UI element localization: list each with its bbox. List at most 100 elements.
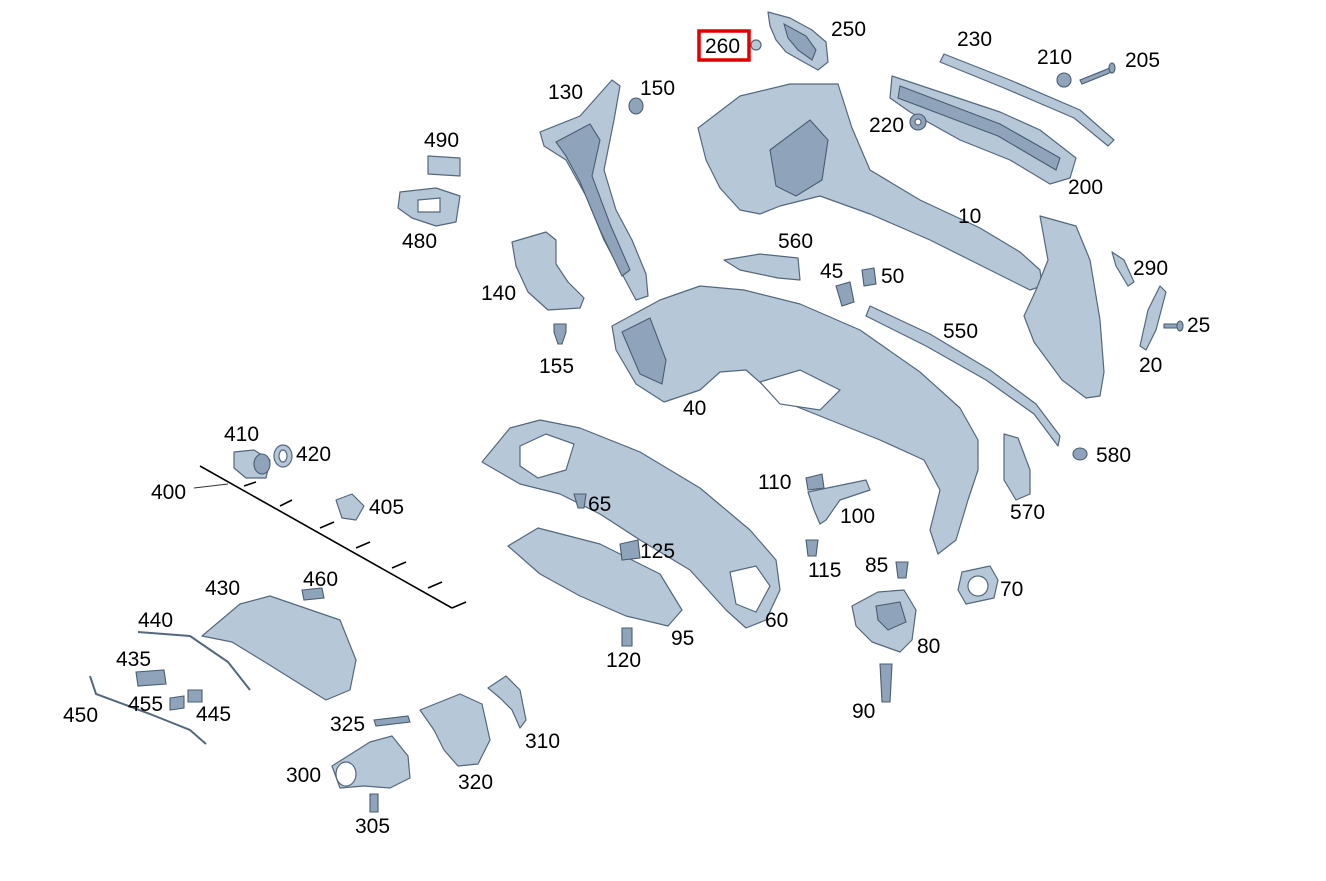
part-155-clip[interactable] xyxy=(553,323,567,345)
part-60-diffuser[interactable] xyxy=(481,419,781,629)
callout-290[interactable]: 290 xyxy=(1133,257,1168,280)
part-45-clip[interactable] xyxy=(835,281,855,307)
callout-250[interactable]: 250 xyxy=(831,18,866,41)
part-300-tailpipe[interactable] xyxy=(331,735,411,789)
callout-450[interactable]: 450 xyxy=(63,704,98,727)
part-210-washer[interactable] xyxy=(1056,72,1072,88)
callout-140[interactable]: 140 xyxy=(481,282,516,305)
callout-115[interactable]: 115 xyxy=(808,559,841,582)
callout-230[interactable]: 230 xyxy=(957,28,992,51)
part-260-nut[interactable] xyxy=(750,39,762,51)
part-420-ring[interactable] xyxy=(273,444,293,468)
callout-40[interactable]: 40 xyxy=(683,397,706,420)
callout-580[interactable]: 580 xyxy=(1096,444,1131,467)
part-140-side-guide[interactable] xyxy=(511,231,585,311)
callout-300[interactable]: 300 xyxy=(286,764,321,787)
part-560-trim[interactable] xyxy=(723,253,801,281)
callout-480[interactable]: 480 xyxy=(402,230,437,253)
part-200-impact-beam[interactable] xyxy=(889,75,1077,185)
callout-110[interactable]: 110 xyxy=(758,471,791,494)
callout-430[interactable]: 430 xyxy=(205,577,240,600)
callout-60[interactable]: 60 xyxy=(765,609,788,632)
part-290-trim[interactable] xyxy=(1111,251,1135,287)
callout-120[interactable]: 120 xyxy=(606,649,641,672)
part-115-clip[interactable] xyxy=(805,539,819,557)
part-460-clip[interactable] xyxy=(301,587,325,601)
part-480-holder[interactable] xyxy=(397,187,461,227)
callout-100[interactable]: 100 xyxy=(840,505,875,528)
callout-310[interactable]: 310 xyxy=(525,730,560,753)
callout-80[interactable]: 80 xyxy=(917,635,940,658)
callout-420[interactable]: 420 xyxy=(296,443,331,466)
callout-400[interactable]: 400 xyxy=(151,481,186,504)
part-405-clip[interactable] xyxy=(335,493,365,521)
callout-410[interactable]: 410 xyxy=(224,423,259,446)
part-130-side-bracket[interactable] xyxy=(539,79,649,301)
callout-405[interactable]: 405 xyxy=(369,496,404,519)
callout-10[interactable]: 10 xyxy=(958,205,981,228)
part-570-bracket[interactable] xyxy=(1003,433,1031,501)
part-125-clip[interactable] xyxy=(619,539,641,561)
part-110-clip[interactable] xyxy=(805,473,825,491)
callout-45[interactable]: 45 xyxy=(820,260,843,283)
callout-325[interactable]: 325 xyxy=(330,713,365,736)
callout-155[interactable]: 155 xyxy=(539,355,574,378)
part-320-bracket[interactable] xyxy=(419,693,491,767)
part-550-strip[interactable] xyxy=(865,305,1061,447)
callout-210[interactable]: 210 xyxy=(1037,46,1072,69)
callout-305[interactable]: 305 xyxy=(355,815,390,838)
part-430-sensor-holder[interactable] xyxy=(201,595,357,701)
callout-435[interactable]: 435 xyxy=(116,648,151,671)
callout-320[interactable]: 320 xyxy=(458,771,493,794)
part-205-bolt[interactable] xyxy=(1079,62,1116,85)
part-220-nut[interactable] xyxy=(909,113,927,131)
part-100-bracket[interactable] xyxy=(807,479,871,525)
part-95-undertray[interactable] xyxy=(507,527,683,627)
part-445-connector[interactable] xyxy=(187,689,203,703)
part-90-screw[interactable] xyxy=(879,663,893,703)
part-25-screw[interactable] xyxy=(1163,320,1184,332)
part-85-screw[interactable] xyxy=(895,561,909,579)
callout-550[interactable]: 550 xyxy=(943,320,978,343)
part-80-tailpipe-trim[interactable] xyxy=(851,589,917,653)
callout-490[interactable]: 490 xyxy=(424,129,459,152)
part-40-lower-bumper[interactable] xyxy=(611,285,979,555)
part-10-bumper-cover[interactable] xyxy=(697,83,1105,399)
callout-20[interactable]: 20 xyxy=(1139,354,1162,377)
callout-70[interactable]: 70 xyxy=(1000,578,1023,601)
part-250-bracket[interactable] xyxy=(767,11,829,71)
callout-150[interactable]: 150 xyxy=(640,77,675,100)
part-50-clip[interactable] xyxy=(861,267,877,287)
part-490-sensor[interactable] xyxy=(427,155,461,177)
callout-85[interactable]: 85 xyxy=(865,554,888,577)
callout-90[interactable]: 90 xyxy=(852,700,875,723)
part-230-strip[interactable] xyxy=(939,53,1115,147)
callout-125[interactable]: 125 xyxy=(640,540,675,563)
part-410-sensor[interactable] xyxy=(233,449,271,479)
callout-445[interactable]: 445 xyxy=(196,703,231,726)
part-70-ring[interactable] xyxy=(957,565,999,605)
part-65-clip[interactable] xyxy=(573,493,587,509)
part-450-cable[interactable] xyxy=(89,675,207,745)
part-440-cable[interactable] xyxy=(137,631,251,691)
callout-220[interactable]: 220 xyxy=(869,114,904,137)
callout-25[interactable]: 25 xyxy=(1187,314,1210,337)
part-310-clip[interactable] xyxy=(487,675,527,729)
callout-455[interactable]: 455 xyxy=(128,693,163,716)
callout-260[interactable]: 260 xyxy=(705,35,740,58)
callout-65[interactable]: 65 xyxy=(588,493,611,516)
part-305-screw[interactable] xyxy=(369,793,379,813)
part-20-reflector[interactable] xyxy=(1139,285,1167,351)
callout-95[interactable]: 95 xyxy=(671,627,694,650)
callout-200[interactable]: 200 xyxy=(1068,176,1103,199)
callout-440[interactable]: 440 xyxy=(138,609,173,632)
callout-570[interactable]: 570 xyxy=(1010,501,1045,524)
part-120-screw[interactable] xyxy=(621,627,633,647)
part-455-connector[interactable] xyxy=(169,695,185,711)
part-150-nut[interactable] xyxy=(628,97,644,115)
callout-205[interactable]: 205 xyxy=(1125,49,1160,72)
part-435-connector[interactable] xyxy=(135,669,167,687)
callout-460[interactable]: 460 xyxy=(303,568,338,591)
callout-50[interactable]: 50 xyxy=(881,265,904,288)
part-580-clip[interactable] xyxy=(1072,447,1088,461)
